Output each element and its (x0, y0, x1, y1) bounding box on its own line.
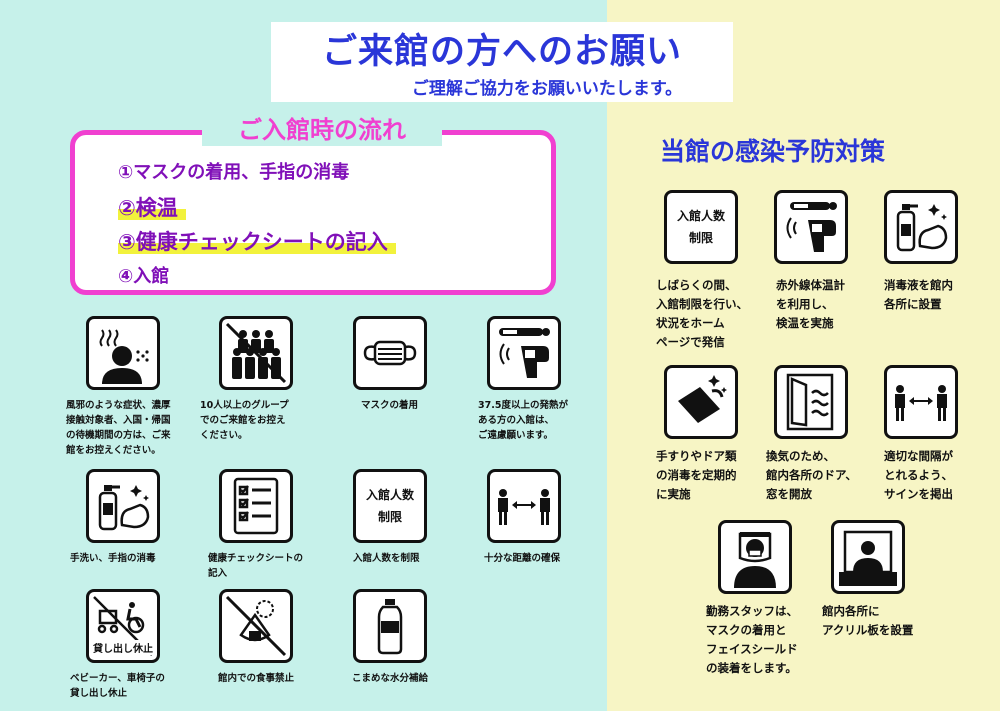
caption-ventilation: 換気のため、館内各所のドア、窓を開放 (766, 449, 857, 501)
caption-mask: マスクの着用 (361, 400, 419, 411)
page-subtitle: ご理解ご協力をお願いいたします。 (411, 79, 683, 99)
entry-limit-icon-right: 入館人数制限 (664, 190, 738, 264)
flow-title: ご入館時の流れ (202, 114, 442, 146)
thermometer-icon-right (774, 190, 848, 264)
caption-wipe: 手すりやドア類の消毒を定期的に実施 (656, 449, 737, 501)
caption-water: こまめな水分補給 (352, 673, 429, 684)
distance-icon (487, 469, 561, 543)
caption-sanitizer: 消毒液を館内各所に設置 (884, 278, 953, 311)
wipe-icon (664, 365, 738, 439)
flow-item-3: ③健康チェックシートの記入 (118, 230, 396, 254)
caption-face-shield: 勤務スタッフは、マスクの着用とフェイスシールドの装着をします。 (706, 604, 798, 675)
caption-distance: 十分な距離の確保 (484, 553, 561, 564)
thermometer-icon (487, 316, 561, 390)
cough-icon (86, 316, 160, 390)
no-eating-icon (219, 589, 293, 663)
caption-entry-limit: 入館人数を制限 (353, 553, 420, 564)
flow-item-2: ②検温 (118, 196, 186, 220)
caption-thermometer-right: 赤外線体温計を利用し、検温を実施 (776, 278, 845, 330)
mask-icon (353, 316, 427, 390)
caption-no-eating: 館内での食事禁止 (218, 673, 295, 684)
caption-handwash: 手洗い、手指の消毒 (70, 553, 156, 564)
caption-group: 10人以上のグループでのご来館をお控えください。 (200, 400, 289, 441)
caption-stroller: ベビーカー、車椅子の貸し出し休止 (70, 673, 165, 699)
caption-symptoms: 風邪のような症状、濃厚接触対象者、入国・帰国の待機期間の方は、ご来館をお控えくだ… (66, 400, 171, 456)
caption-distance-sign: 適切な間隔がとれるよう、サインを掲出 (884, 449, 953, 501)
water-bottle-icon (353, 589, 427, 663)
acrylic-panel-icon (831, 520, 905, 594)
entry-limit-icon: 入館人数制限 (353, 469, 427, 543)
caption-checksheet: 健康チェックシートの記入 (208, 553, 304, 579)
right-panel (607, 0, 1000, 711)
sanitizer-icon (884, 190, 958, 264)
ventilation-icon (774, 365, 848, 439)
right-title: 当館の感染予防対策 (660, 137, 886, 166)
page-title: ご来館の方へのお願い (321, 32, 682, 72)
flow-item-1: ①マスクの着用、手指の消毒 (118, 162, 350, 183)
caption-acrylic: 館内各所にアクリル板を設置 (822, 604, 914, 637)
no-group-icon (219, 316, 293, 390)
checklist-icon (219, 469, 293, 543)
flow-item-4: ④入館 (118, 266, 170, 287)
caption-fever: 37.5度以上の発熱がある方の入館は、ご遠慮願います。 (478, 400, 568, 441)
face-shield-icon (718, 520, 792, 594)
hand-wash-icon (86, 469, 160, 543)
header-box: ご来館の方へのお願い ご理解ご協力をお願いいたします。 (271, 22, 733, 102)
distance-sign-icon (884, 365, 958, 439)
caption-entry-limit-right: しばらくの間、入館制限を行い、状況をホームページで発信 (656, 278, 748, 349)
rental-stop-label: 貸し出し休止 (89, 640, 157, 655)
